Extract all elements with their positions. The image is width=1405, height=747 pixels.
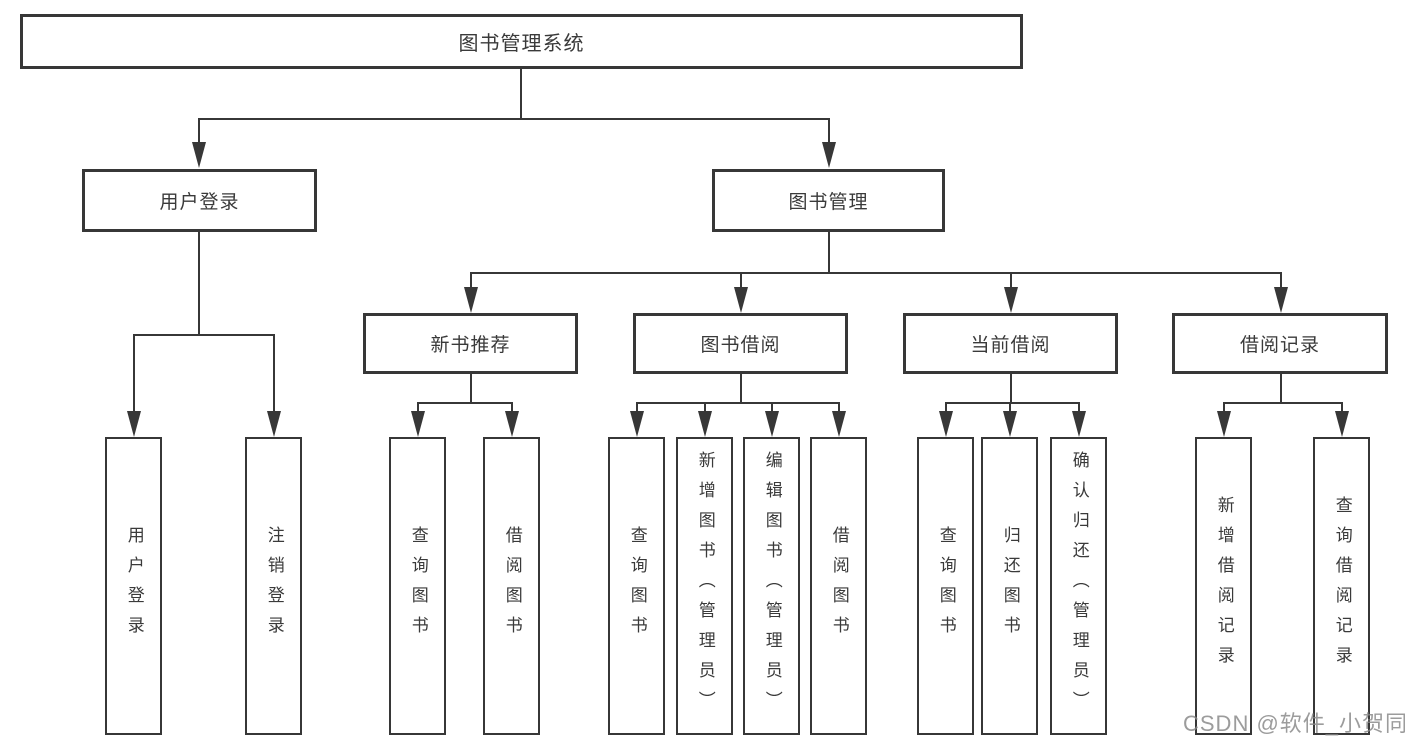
node-current-borrowing: 当前借阅: [903, 313, 1118, 374]
node-label: 新书推荐: [430, 335, 511, 356]
leaf-user-login: 用户登录: [105, 437, 162, 735]
node-label: 图书管理: [788, 192, 869, 213]
connector: [1223, 402, 1225, 416]
arrow-down: [1003, 411, 1017, 437]
node-label: 用户登录: [124, 526, 144, 646]
arrow-down: [734, 287, 748, 313]
node-label: 借阅记录: [1239, 335, 1320, 356]
connector: [945, 402, 1080, 404]
arrow-down: [411, 411, 425, 437]
leaf-confirm-return-admin: 确认归还（管理员）: [1050, 437, 1107, 735]
leaf-query-books-1: 查询图书: [389, 437, 446, 735]
node-label: 图书借阅: [700, 335, 781, 356]
connector: [417, 402, 419, 416]
connector: [133, 334, 275, 336]
connector: [198, 118, 200, 146]
arrow-down: [832, 411, 846, 437]
arrow-down: [127, 411, 141, 437]
connector: [1341, 402, 1343, 416]
csdn-watermark: CSDN @软件_小贺同学: [1183, 711, 1405, 736]
connector: [1009, 402, 1011, 416]
node-book-borrowing: 图书借阅: [633, 313, 848, 374]
connector: [1010, 373, 1012, 404]
arrow-down: [765, 411, 779, 437]
connector: [740, 373, 742, 404]
node-label: 归还图书: [1000, 526, 1020, 646]
connector: [470, 272, 472, 290]
leaf-edit-books-admin: 编辑图书（管理员）: [743, 437, 800, 735]
arrow-down: [267, 411, 281, 437]
connector: [470, 272, 1281, 274]
connector: [470, 373, 472, 404]
arrow-down: [192, 142, 206, 168]
arrow-down: [1072, 411, 1086, 437]
node-label: 查询图书: [408, 526, 428, 646]
node-label: 用户登录: [159, 192, 240, 213]
connector: [1078, 402, 1080, 416]
connector: [273, 334, 275, 414]
connector: [1280, 373, 1282, 404]
node-borrowing-records: 借阅记录: [1172, 313, 1388, 374]
arrow-down: [822, 142, 836, 168]
arrow-down: [1004, 287, 1018, 313]
node-label: 借阅图书: [502, 526, 522, 646]
connector: [828, 118, 830, 146]
arrow-down: [1274, 287, 1288, 313]
arrow-down: [630, 411, 644, 437]
connector: [198, 232, 200, 336]
connector: [636, 402, 638, 416]
node-label: 图书管理系统: [458, 33, 585, 55]
node-label: 查询图书: [936, 526, 956, 646]
connector: [945, 402, 947, 416]
arrow-down: [505, 411, 519, 437]
connector: [417, 402, 512, 404]
connector: [740, 272, 742, 290]
connector: [1280, 272, 1282, 290]
connector: [1010, 272, 1012, 290]
connector: [198, 118, 830, 120]
node-label: 注销登录: [264, 526, 284, 646]
node-new-book-recommendation: 新书推荐: [363, 313, 578, 374]
leaf-add-borrow-record: 新增借阅记录: [1195, 437, 1252, 735]
node-label: 借阅图书: [829, 526, 849, 646]
leaf-borrow-books-1: 借阅图书: [483, 437, 540, 735]
connector: [704, 402, 706, 416]
arrow-down: [464, 287, 478, 313]
leaf-query-books-3: 查询图书: [917, 437, 974, 735]
arrow-down: [1335, 411, 1349, 437]
arrow-down: [939, 411, 953, 437]
connector: [771, 402, 773, 416]
connector: [520, 69, 522, 119]
arrow-down: [1217, 411, 1231, 437]
connector: [636, 402, 839, 404]
leaf-query-books-2: 查询图书: [608, 437, 665, 735]
connector: [1223, 402, 1342, 404]
connector: [133, 334, 135, 414]
leaf-query-borrow-record: 查询借阅记录: [1313, 437, 1370, 735]
node-label: 查询借阅记录: [1332, 496, 1352, 676]
node-label: 确认归还（管理员）: [1069, 451, 1089, 721]
node-label: 新增图书（管理员）: [695, 451, 715, 721]
arrow-down: [698, 411, 712, 437]
node-label: 编辑图书（管理员）: [762, 451, 782, 721]
connector: [828, 232, 830, 274]
connector: [511, 402, 513, 416]
node-label: 查询图书: [627, 526, 647, 646]
node-label: 新增借阅记录: [1214, 496, 1234, 676]
leaf-borrow-books-2: 借阅图书: [810, 437, 867, 735]
connector: [838, 402, 840, 416]
node-label: 当前借阅: [970, 335, 1051, 356]
leaf-add-books-admin: 新增图书（管理员）: [676, 437, 733, 735]
node-library-management-system: 图书管理系统: [20, 14, 1023, 69]
leaf-return-books: 归还图书: [981, 437, 1038, 735]
node-book-management: 图书管理: [712, 169, 945, 232]
node-user-login: 用户登录: [82, 169, 317, 232]
leaf-logout: 注销登录: [245, 437, 302, 735]
